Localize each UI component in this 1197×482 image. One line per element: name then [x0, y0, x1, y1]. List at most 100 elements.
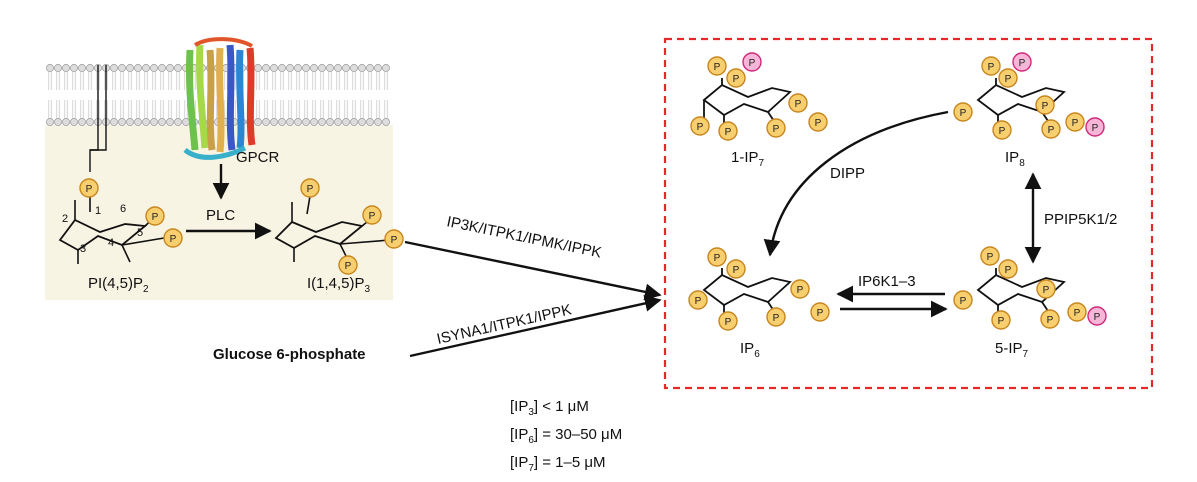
phosphate-icon: P: [690, 116, 710, 136]
lipid-tail: [224, 100, 228, 118]
lipid-tail: [352, 100, 356, 118]
plc-enzyme-label: PLC: [206, 207, 235, 224]
phosphate-icon: P: [718, 311, 738, 331]
carbon-number-1: 1: [95, 205, 101, 217]
phosphate-letter: P: [170, 234, 177, 245]
phosphate-icon: P: [766, 118, 786, 138]
lipid-head-icon: [318, 118, 326, 126]
lipid-tail: [360, 72, 364, 90]
lipid-tail: [384, 100, 388, 118]
lipid-tail: [64, 72, 68, 90]
phosphate-icon: P: [384, 229, 404, 249]
lipid-head-icon: [70, 118, 78, 126]
lipid-tail: [224, 72, 228, 90]
lipid-head-icon: [286, 118, 294, 126]
phosphate-icon: P: [998, 259, 1018, 279]
lipid-tail: [56, 72, 60, 90]
lipid-head-icon: [142, 118, 150, 126]
lipid-head-icon: [118, 64, 126, 72]
lipid-head-icon: [262, 64, 270, 72]
ip6k-enzyme-label: IP6K1–3: [858, 273, 916, 290]
lipid-head-icon: [86, 118, 94, 126]
lipid-tail: [256, 72, 260, 90]
lipid-tail: [336, 72, 340, 90]
lipid-tail: [80, 72, 84, 90]
dipp-enzyme-label: DIPP: [830, 165, 865, 182]
lipid-head-icon: [62, 64, 70, 72]
lipid-head-icon: [174, 118, 182, 126]
phosphate-letter: P: [733, 74, 740, 85]
lipid-tail: [96, 72, 100, 90]
lipid-tail: [168, 100, 172, 118]
phosphate-icon: P: [300, 178, 320, 198]
phosphate-letter: P: [795, 99, 802, 110]
lipid-head-icon: [294, 64, 302, 72]
phosphate-icon: P: [790, 279, 810, 299]
lipid-tail: [48, 72, 52, 90]
lipid-head-icon: [326, 64, 334, 72]
lipid-tail: [256, 100, 260, 118]
phosphate-icon: P: [726, 68, 746, 88]
phosphate-letter: P: [307, 184, 314, 195]
lipid-tail: [304, 72, 308, 90]
phosphate-letter: P: [1072, 118, 1079, 129]
lipid-tail: [112, 100, 116, 118]
lipid-head-icon: [374, 118, 382, 126]
lipid-tail: [144, 72, 148, 90]
phosphate-letter: P: [773, 313, 780, 324]
lipid-head-icon: [62, 118, 70, 126]
lipid-head-icon: [150, 64, 158, 72]
lipid-tail: [384, 72, 388, 90]
lipid-head-icon: [78, 118, 86, 126]
lipid-tail: [280, 72, 284, 90]
lipid-head-icon: [158, 64, 166, 72]
phosphate-icon: P: [766, 307, 786, 327]
phosphate-icon: P: [788, 93, 808, 113]
lipid-head-icon: [182, 118, 190, 126]
phosphate-letter: P: [152, 212, 159, 223]
phosphate-icon: P: [1040, 309, 1060, 329]
lipid-head-icon: [254, 118, 262, 126]
lipid-head-icon: [166, 118, 174, 126]
lipid-tail: [296, 72, 300, 90]
phosphate-letter: P: [749, 58, 756, 69]
phosphate-letter: P: [797, 285, 804, 296]
phosphate-icon: P: [992, 120, 1012, 140]
phosphate-letter: P: [714, 62, 721, 73]
lipid-tail: [152, 100, 156, 118]
lipid-head-icon: [286, 64, 294, 72]
lipid-tail: [368, 100, 372, 118]
lipid-head-icon: [310, 64, 318, 72]
lipid-tail: [280, 100, 284, 118]
lipid-head-icon: [350, 64, 358, 72]
lipid-head-icon: [134, 118, 142, 126]
lipid-tail: [288, 72, 292, 90]
lipid-tail: [312, 72, 316, 90]
dipp-arrow: [763, 110, 949, 257]
phosphate-letter: P: [773, 124, 780, 135]
phosphate-icon: P: [726, 259, 746, 279]
phosphate-icon: P: [338, 255, 358, 275]
glucose-to-ip6-arrow: [409, 295, 662, 358]
lipid-head-icon: [278, 64, 286, 72]
phosphate-letter: P: [1042, 101, 1049, 112]
phosphate-icon: P: [953, 290, 973, 310]
phosphate-letter: P: [1048, 125, 1055, 136]
phosphate-letter: P: [987, 252, 994, 263]
lipid-head-icon: [54, 64, 62, 72]
ip3-concentration: [IP3] < 1 μM: [510, 398, 589, 418]
lipid-tail: [328, 72, 332, 90]
lipid-tail: [48, 100, 52, 118]
lipid-tail: [56, 100, 60, 118]
phosphate-letter: P: [960, 296, 967, 307]
phosphate-letter: P: [1005, 265, 1012, 276]
lipid-head-icon: [126, 118, 134, 126]
phosphate-letter: P: [695, 296, 702, 307]
ip7-5-label: 5-IP7: [995, 340, 1029, 360]
lipid-head-icon: [254, 64, 262, 72]
phosphate-icon: P: [981, 56, 1001, 76]
lipid-head-icon: [350, 118, 358, 126]
lipid-head-icon: [150, 118, 158, 126]
phosphate-icon: P: [991, 310, 1011, 330]
